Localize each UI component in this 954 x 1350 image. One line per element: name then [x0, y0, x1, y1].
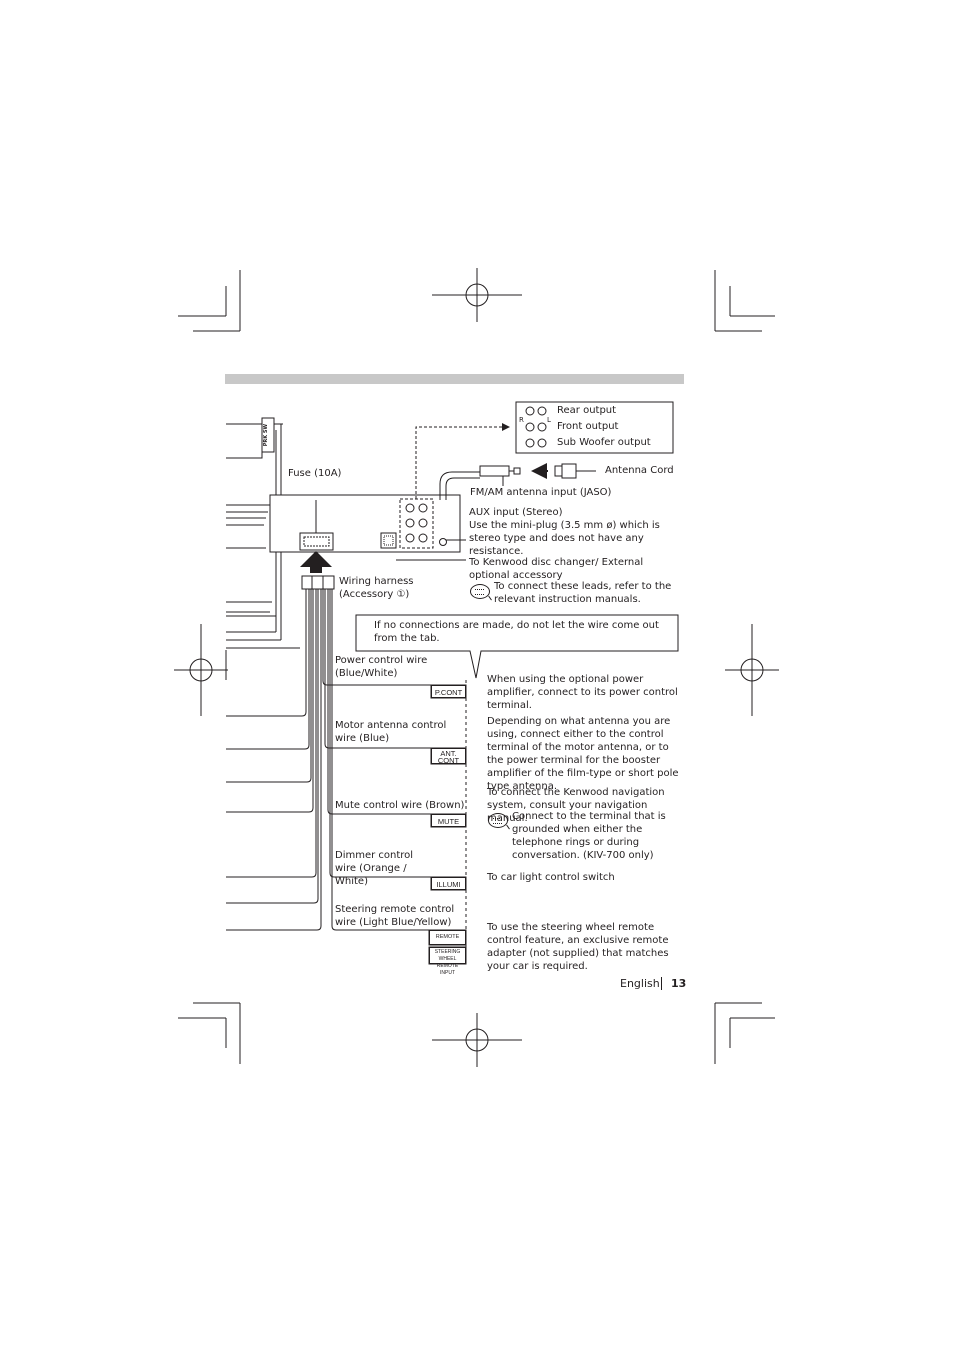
disc-changer-note: To connect these leads, refer to the rel… — [494, 581, 672, 605]
caution-text: If no connections are made, do not let t… — [374, 620, 659, 644]
front-output-label: Front output — [557, 421, 619, 432]
disc-changer-label: To Kenwood disc changer/ External option… — [469, 557, 644, 581]
channel-l-label: L — [547, 416, 551, 424]
tag-ant-cont: ANT. CONT — [431, 748, 466, 764]
rear-output-label: Rear output — [557, 405, 617, 416]
output-jacks — [525, 406, 547, 448]
fuse-connector — [299, 532, 334, 551]
desc-power-control: When using the optional power amplifier,… — [487, 674, 678, 711]
output-dashed-lead — [415, 423, 510, 499]
registration-marks — [174, 268, 779, 1067]
header-band — [225, 374, 684, 384]
tag-mute: MUTE — [431, 814, 466, 827]
antenna-cord-label: Antenna Cord — [605, 465, 674, 476]
aux-input-title: AUX input (Stereo) — [469, 507, 563, 518]
channel-r-label: R — [519, 416, 524, 424]
fuse-label: Fuse (10A) — [288, 468, 342, 479]
head-unit-body — [269, 494, 461, 553]
footer-divider — [661, 977, 662, 990]
desc-dimmer: To car light control switch — [487, 872, 615, 883]
prk-sw-tab — [261, 417, 275, 453]
note-mute: Connect to the terminal that is grounded… — [512, 811, 666, 861]
harness-plug — [301, 575, 335, 590]
footer-language: English — [620, 977, 660, 990]
footer-page-number: 13 — [671, 977, 687, 990]
note-icon — [470, 584, 490, 599]
desc-motor-antenna: Depending on what antenna you are using,… — [487, 716, 679, 792]
wire-name-mute: Mute control wire (Brown) — [335, 800, 465, 811]
fm-am-input-label: FM/AM antenna input (JASO) — [470, 487, 612, 498]
tag-remote-cont: REMOTE CONT — [429, 930, 466, 953]
desc-steering-remote: To use the steering wheel remote control… — [487, 922, 669, 972]
changer-port — [380, 532, 397, 549]
harness-wires — [226, 589, 466, 931]
note-icon-mute — [488, 813, 508, 828]
crop-marks — [178, 270, 775, 1064]
antenna-lead — [439, 463, 596, 500]
rca-jacks — [405, 503, 428, 543]
caution-box — [355, 614, 679, 679]
connection-arrow — [300, 551, 332, 573]
wire-name-steering-remote: Steering remote control wire (Light Blue… — [335, 904, 455, 928]
tag-p-cont: P.CONT — [431, 685, 466, 698]
wire-name-motor-antenna: Motor antenna control wire (Blue) — [335, 720, 447, 744]
aux-jack — [439, 538, 447, 546]
aux-input-desc: Use the mini-plug (3.5 mm ø) which is st… — [469, 520, 660, 557]
wire-name-dimmer: Dimmer control wire (Orange / White) — [335, 850, 414, 887]
wire-name-power-control: Power control wire (Blue/White) — [335, 655, 428, 679]
tag-illumi: ILLUMI — [431, 877, 466, 890]
prk-sw-label: PRK SW — [263, 424, 269, 447]
tag-steering-wheel-remote-input: STEERING WHEEL REMOTE INPUT — [429, 947, 466, 976]
sub-woofer-output-label: Sub Woofer output — [557, 437, 651, 448]
leader-lines — [396, 539, 466, 561]
wiring-harness-label: Wiring harness (Accessory ①) — [339, 576, 414, 600]
